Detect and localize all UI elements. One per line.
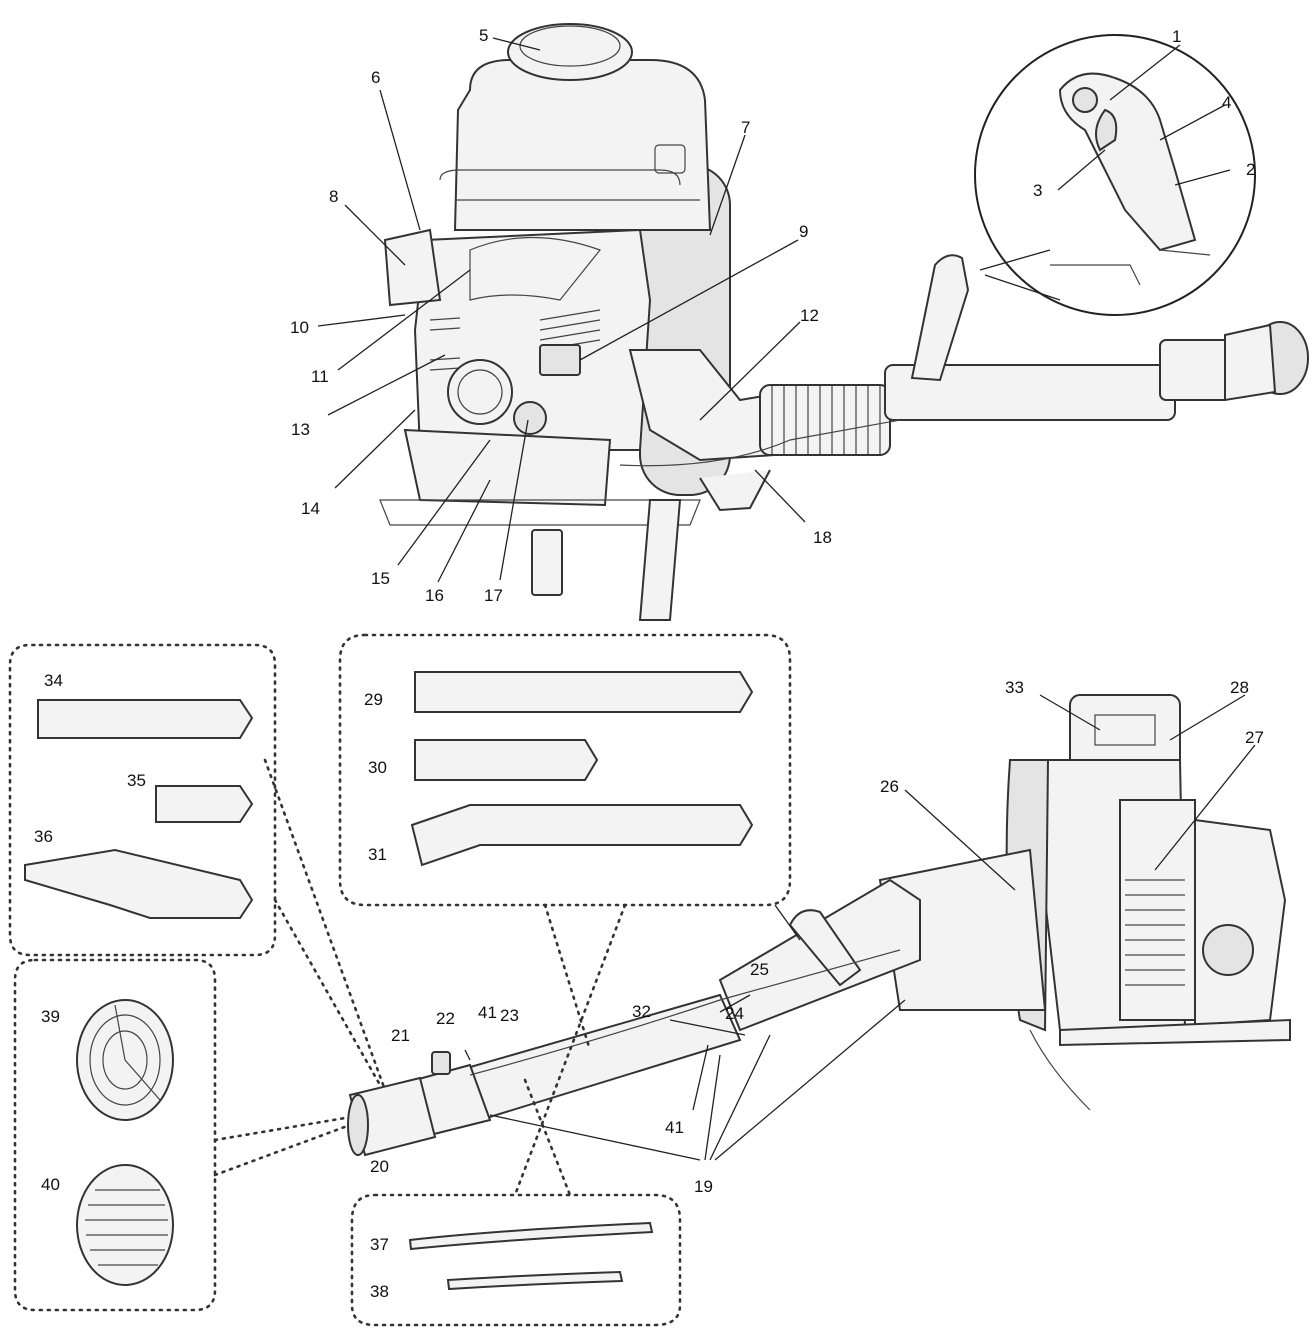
nozzle-34 bbox=[37, 699, 254, 739]
label-28: 28 bbox=[1230, 678, 1249, 697]
pipe-assembly bbox=[347, 848, 1047, 1157]
blower-front-view bbox=[379, 23, 1309, 621]
throttle-handle bbox=[910, 254, 970, 382]
label-25: 25 bbox=[750, 960, 769, 979]
label-9: 9 bbox=[799, 222, 808, 241]
label-7: 7 bbox=[741, 118, 750, 137]
label-12: 12 bbox=[800, 306, 819, 325]
label-2: 2 bbox=[1246, 160, 1255, 179]
pipe-29 bbox=[414, 671, 754, 713]
label-19: 19 bbox=[694, 1177, 713, 1196]
grille-39 bbox=[76, 999, 174, 1121]
label-41-lower: 41 bbox=[665, 1118, 684, 1137]
tube-37 bbox=[408, 1221, 654, 1251]
label-35: 35 bbox=[127, 771, 146, 790]
label-5: 5 bbox=[479, 26, 488, 45]
label-3: 3 bbox=[1033, 181, 1042, 200]
label-11: 11 bbox=[311, 367, 329, 386]
label-18: 18 bbox=[813, 528, 832, 547]
label-22: 22 bbox=[436, 1009, 455, 1028]
air-cleaner bbox=[383, 228, 442, 307]
label-32: 32 bbox=[632, 1002, 651, 1021]
label-20: 20 bbox=[370, 1157, 389, 1176]
label-26: 26 bbox=[880, 777, 899, 796]
leader-lines bbox=[317, 37, 1256, 1161]
label-41-upper: 41 bbox=[478, 1003, 497, 1022]
label-40: 40 bbox=[41, 1175, 60, 1194]
label-21: 21 bbox=[391, 1026, 410, 1045]
label-29: 29 bbox=[364, 690, 383, 709]
label-37: 37 bbox=[370, 1235, 389, 1254]
nozzle-36 bbox=[24, 848, 254, 919]
label-31: 31 bbox=[368, 845, 387, 864]
label-10: 10 bbox=[290, 318, 309, 337]
label-1: 1 bbox=[1172, 27, 1181, 46]
tube-38 bbox=[446, 1270, 624, 1291]
detail-throttle-grip bbox=[1058, 72, 1197, 252]
pipe-30 bbox=[414, 739, 599, 781]
label-16: 16 bbox=[425, 586, 444, 605]
tube-box bbox=[350, 1193, 682, 1327]
rear-engine bbox=[1194, 818, 1287, 1027]
fuel-cap-17 bbox=[513, 401, 547, 435]
nozzle-35 bbox=[155, 785, 254, 823]
label-15: 15 bbox=[371, 569, 390, 588]
label-34: 34 bbox=[44, 671, 63, 690]
label-27: 27 bbox=[1245, 728, 1264, 747]
base-cover bbox=[403, 428, 612, 507]
label-30: 30 bbox=[368, 758, 387, 777]
grille-40 bbox=[76, 1164, 174, 1286]
connector-lines bbox=[213, 758, 627, 1197]
recoil-starter bbox=[447, 359, 513, 425]
blower-rear-view bbox=[1005, 694, 1291, 1111]
tank-cap bbox=[507, 23, 633, 81]
grille-box bbox=[13, 958, 217, 1312]
label-4: 4 bbox=[1222, 93, 1231, 112]
label-33: 33 bbox=[1005, 678, 1024, 697]
label-38: 38 bbox=[370, 1282, 389, 1301]
label-23: 23 bbox=[500, 1006, 519, 1025]
label-39: 39 bbox=[41, 1007, 60, 1026]
label-13: 13 bbox=[291, 420, 310, 439]
pipe-set-box bbox=[338, 633, 792, 907]
label-8: 8 bbox=[329, 187, 338, 206]
fuel-tank bbox=[453, 59, 712, 231]
part-number-labels: 1 2 3 4 5 6 7 8 9 10 11 12 13 14 15 16 1… bbox=[34, 26, 1264, 1301]
label-36: 36 bbox=[34, 827, 53, 846]
nozzle-set-box bbox=[8, 643, 277, 957]
label-6: 6 bbox=[371, 68, 380, 87]
label-24: 24 bbox=[725, 1004, 744, 1023]
label-17: 17 bbox=[484, 586, 503, 605]
pipe-31 bbox=[410, 804, 754, 867]
label-14: 14 bbox=[301, 499, 320, 518]
